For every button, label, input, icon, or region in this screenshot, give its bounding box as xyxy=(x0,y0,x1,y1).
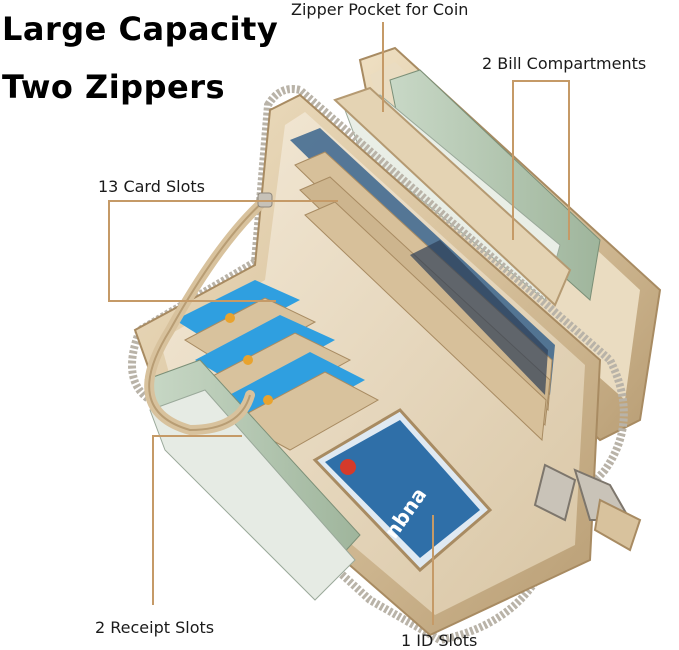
wallet-interior xyxy=(133,93,602,637)
leader-card-bottom xyxy=(108,300,276,302)
leader-id-vertical xyxy=(432,515,434,625)
lower-card-slots xyxy=(175,280,380,451)
upper-card-slots xyxy=(290,128,555,442)
callout-coin-pocket: Zipper Pocket for Coin xyxy=(291,0,469,19)
leader-coin-vertical xyxy=(382,22,384,112)
leader-bill-right-vertical xyxy=(568,80,570,240)
id-window: nbna xyxy=(312,408,493,573)
bill-compartment-group xyxy=(333,46,662,442)
headline-large-capacity: Large Capacity xyxy=(2,10,279,48)
headline-two-zippers: Two Zippers xyxy=(2,68,226,106)
callout-id-slots: 1 ID Slots xyxy=(401,631,478,650)
leader-receipt-horizontal xyxy=(152,435,242,437)
leader-receipt-vertical xyxy=(152,435,154,605)
zipper-pulls xyxy=(533,463,642,552)
leader-card-top xyxy=(108,200,338,202)
callout-bill-compartments: 2 Bill Compartments xyxy=(482,54,647,73)
leader-bill-vertical xyxy=(512,80,514,240)
callout-receipt-slots: 2 Receipt Slots xyxy=(95,618,215,637)
leader-bill-horizontal xyxy=(512,80,570,82)
callout-card-slots: 13 Card Slots xyxy=(98,177,205,196)
receipt-slot-cash xyxy=(144,359,361,601)
leader-card-vertical xyxy=(108,200,110,300)
